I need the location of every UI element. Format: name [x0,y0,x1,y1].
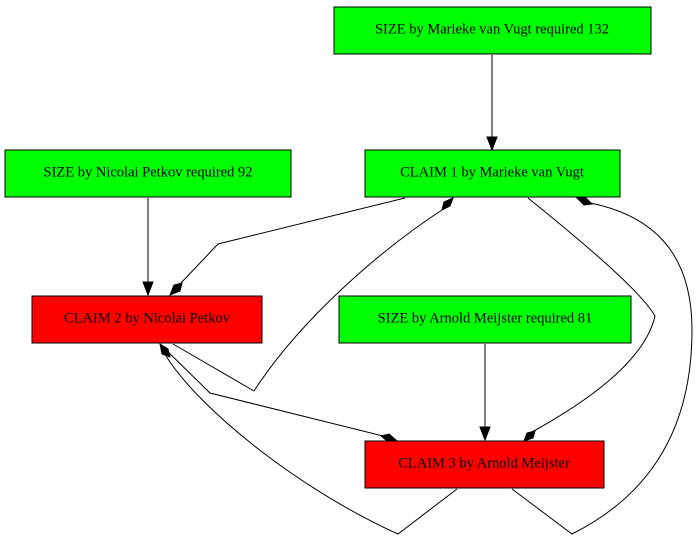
node-claim3-label: CLAIM 3 by Arnold Meijster [398,455,570,471]
node-claim2-box [31,295,263,344]
edge-size-marieke-to-claim1 [486,55,498,152]
edges [142,55,693,535]
edge-claim3-to-claim2 [159,342,458,535]
edge-claim2-to-claim1 [172,197,454,392]
node-claim1: CLAIM 1 by Marieke van Vugt [364,149,621,198]
node-claim3: CLAIM 3 by Arnold Meijster [364,440,605,489]
node-size-arnold: SIZE by Arnold Meijster required 81 [338,295,632,344]
node-size-arnold-box [338,295,632,344]
node-claim2: CLAIM 2 by Nicolai Petkov [31,295,263,344]
node-size-marieke-label: SIZE by Marieke van Vugt required 132 [375,21,609,37]
node-claim2-label: CLAIM 2 by Nicolai Petkov [64,310,231,326]
edge-size-nicolai-to-claim2 [142,198,154,297]
node-size-marieke: SIZE by Marieke van Vugt required 132 [333,6,652,55]
edge-claim3-to-claim1 [511,197,693,535]
node-size-nicolai-box [4,149,292,198]
node-claim3-box [364,440,605,489]
node-size-arnold-label: SIZE by Arnold Meijster required 81 [378,310,593,326]
node-size-nicolai-label: SIZE by Nicolai Petkov required 92 [44,164,253,180]
node-claim1-label: CLAIM 1 by Marieke van Vugt [400,164,584,180]
edge-claim1-to-claim3 [523,197,656,442]
node-claim1-box [364,149,621,198]
edge-claim1-to-claim2 [169,197,406,296]
node-size-nicolai: SIZE by Nicolai Petkov required 92 [4,149,292,198]
node-size-marieke-box [333,6,652,55]
edge-size-arnold-to-claim3 [479,344,491,442]
